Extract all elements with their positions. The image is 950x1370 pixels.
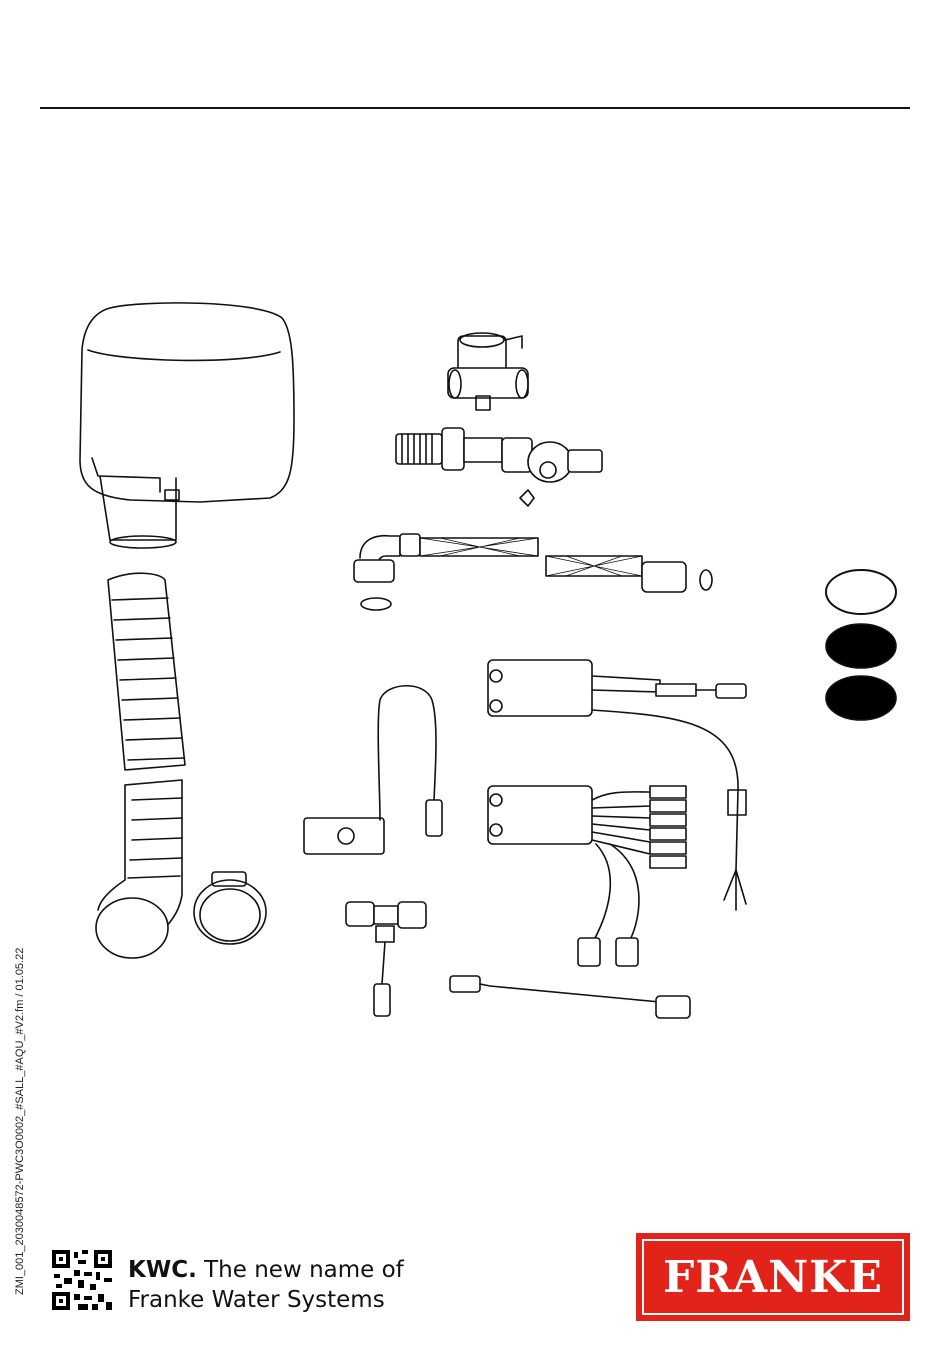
control-unit-lower — [488, 786, 686, 966]
solenoid-valve — [448, 333, 528, 410]
dryer-housing — [80, 303, 294, 548]
franke-logo: FRANKE — [636, 1233, 910, 1321]
t-connector — [346, 902, 426, 1016]
braided-hose — [354, 534, 712, 610]
sensor-with-cable — [304, 686, 442, 854]
qr-code-icon — [52, 1250, 112, 1310]
hose-clamp — [194, 872, 266, 944]
franke-logo-frame — [642, 1239, 904, 1315]
valve-fitting — [396, 428, 602, 506]
document-code: ZMI_001_2030048572-PWC3O0002_#SALL_#AQU_… — [14, 948, 26, 1295]
color-markers — [826, 570, 896, 720]
parts-diagram — [0, 0, 950, 1100]
extension-cable — [450, 976, 690, 1018]
kwc-line-1-rest: The new name of — [204, 1257, 404, 1283]
kwc-line-2: Franke Water Systems — [128, 1285, 404, 1315]
kwc-brand: KWC. — [128, 1257, 197, 1283]
flexible-duct — [96, 573, 185, 958]
kwc-line-1: KWC. The new name of — [128, 1255, 404, 1285]
control-unit-upper — [488, 660, 746, 910]
kwc-tagline: KWC. The new name of Franke Water System… — [128, 1255, 404, 1315]
